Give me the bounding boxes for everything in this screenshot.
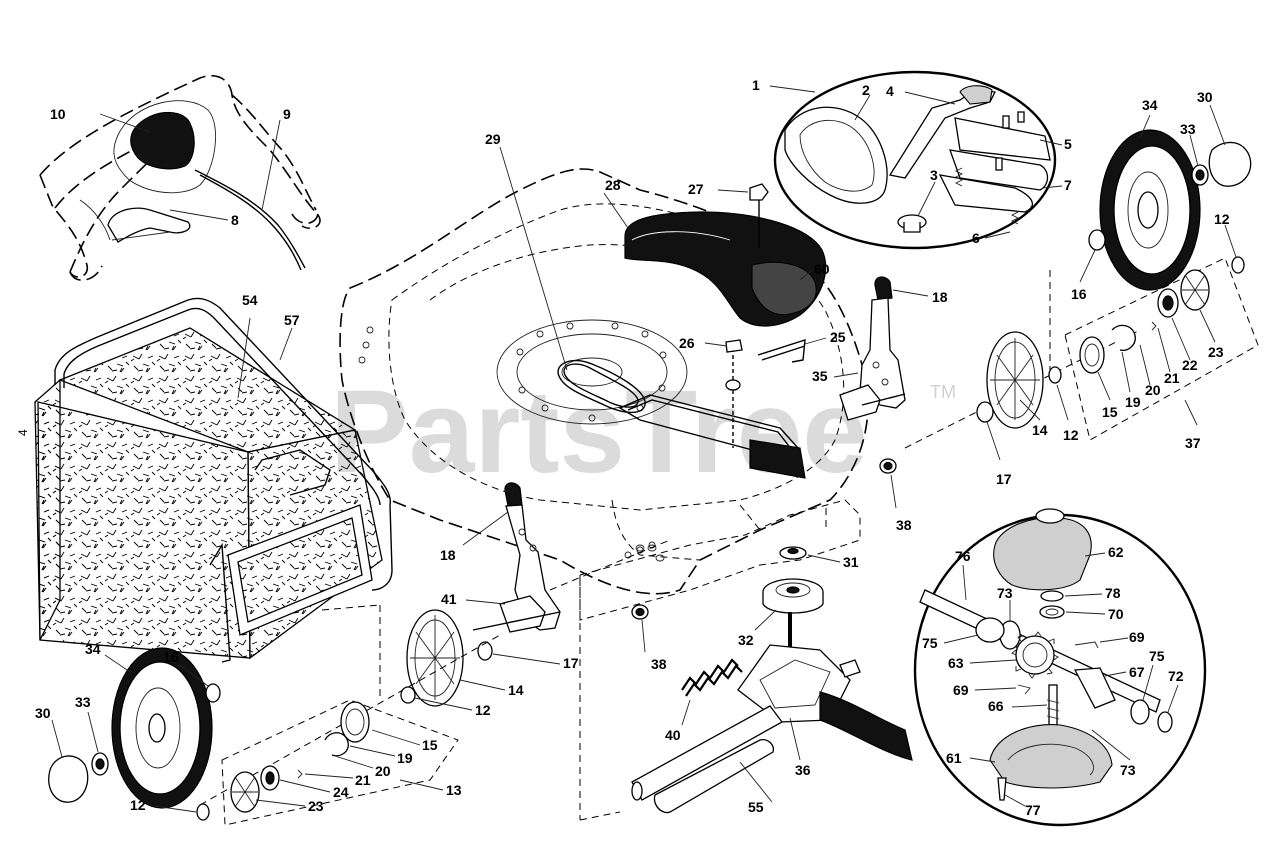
- drive-group: 31 32 36 55 40: [579, 499, 861, 821]
- label-left-kit-spring: 20: [375, 763, 391, 779]
- label-deck-bolt: 27: [688, 181, 704, 197]
- label-drive-knob: 3: [930, 167, 938, 183]
- label-gear-right: 73: [1120, 762, 1136, 778]
- label-left-kit-pin: 21: [355, 772, 371, 788]
- label-bag-frame: 54: [242, 292, 258, 308]
- label-clip: 69: [1129, 629, 1145, 645]
- label-gear-left: 73: [997, 585, 1013, 601]
- label-left-spacer: 38: [651, 656, 667, 672]
- label-deck-rod: 25: [830, 329, 846, 345]
- label-left-knob: 18: [440, 547, 456, 563]
- label-drive-nut: 31: [843, 554, 859, 570]
- left-wheel-kit: 13 12 15 19 20 21 24 23: [221, 686, 491, 826]
- label-left-kit-cup: 15: [422, 737, 438, 753]
- label-kit-37: 37: [1185, 435, 1201, 451]
- handle-group: 10 9 8: [39, 74, 321, 281]
- right-wheel-kit: 37 15 19 20 21 22 23 12: [1048, 257, 1259, 451]
- label-drive-plate: 5: [1064, 136, 1072, 152]
- label-left-hub: 14: [508, 682, 524, 698]
- label-shaft-vertical: 66: [988, 698, 1004, 714]
- label-right-washer2: 16: [1071, 286, 1087, 302]
- label-right-washer3: 17: [996, 471, 1012, 487]
- label-seal: 78: [1105, 585, 1121, 601]
- label-left-lever: 41: [441, 591, 457, 607]
- label-kit-bearing: 22: [1182, 357, 1198, 373]
- label-housing-bottom: 61: [946, 750, 962, 766]
- rear-wheel-right: 34 30 33 12 16 14 17: [976, 89, 1252, 487]
- label-kit-cup: 15: [1102, 404, 1118, 420]
- label-left-kit-bearing: 24: [333, 784, 349, 800]
- label-left-cap: 30: [35, 705, 51, 721]
- label-bearing: 70: [1108, 606, 1124, 622]
- label-drive-base: 7: [1064, 177, 1072, 193]
- label-bushing2: 75: [1149, 648, 1165, 664]
- label-right-spacer: 38: [896, 517, 912, 533]
- label-drive-spring: 6: [972, 230, 980, 246]
- label-drive-lever: 4: [886, 83, 894, 99]
- label-kit-spring: 20: [1145, 382, 1161, 398]
- label-drive-tube: 55: [748, 799, 764, 815]
- label-left-kit-clip: 19: [397, 750, 413, 766]
- label-handle-cable: 9: [283, 106, 291, 122]
- label-left-nut: 33: [75, 694, 91, 710]
- grass-bag-group: 54 57 4: [16, 292, 393, 663]
- label-left-kit-pinion: 23: [308, 798, 324, 814]
- label-right-cap: 30: [1197, 89, 1213, 105]
- label-handle-bracket: 8: [231, 212, 239, 228]
- label-left-kit-washer: 12: [475, 702, 491, 718]
- label-handle-grip: 10: [50, 106, 66, 122]
- label-bag: 57: [284, 312, 300, 328]
- label-deck-cover: 28: [605, 177, 621, 193]
- label-bushing: 75: [922, 635, 938, 651]
- label-left-washer2: 16: [163, 649, 179, 665]
- label-drive-assembly: 1: [752, 77, 760, 93]
- orientation-mark: 4: [16, 429, 30, 436]
- label-drive-spring: 40: [665, 727, 681, 743]
- deck-cover-group: 28 27 60 26 25: [603, 177, 846, 448]
- label-right-lever: 35: [812, 368, 828, 384]
- label-deck: 29: [485, 131, 501, 147]
- label-left-washer: 12: [130, 797, 146, 813]
- label-drive-cover: 2: [862, 82, 870, 98]
- label-kit-13: 13: [446, 782, 462, 798]
- label-kit-washer: 12: [1063, 427, 1079, 443]
- label-transmission: 36: [795, 762, 811, 778]
- label-housing-top: 62: [1108, 544, 1124, 560]
- label-cover-insert: 60: [814, 261, 830, 277]
- watermark-tm: TM: [930, 382, 956, 402]
- label-shaft: 76: [955, 548, 971, 564]
- label-right-washer: 12: [1214, 211, 1230, 227]
- label-left-washer3: 17: [563, 655, 579, 671]
- height-adjuster-left: 18 41 38: [440, 482, 671, 672]
- label-gear: 63: [948, 655, 964, 671]
- label-right-wheel: 34: [1142, 97, 1158, 113]
- label-clip2: 69: [953, 682, 969, 698]
- label-screw: 77: [1025, 802, 1041, 818]
- label-small-bolt: 26: [679, 335, 695, 351]
- label-right-nut: 33: [1180, 121, 1196, 137]
- label-right-hub: 14: [1032, 422, 1048, 438]
- label-pawl: 67: [1129, 664, 1145, 680]
- label-kit-pinion: 23: [1208, 344, 1224, 360]
- deck-group: 29: [339, 131, 869, 595]
- drive-control-detail: 1 2 4 5 7 6 3: [752, 70, 1072, 250]
- label-kit-clip: 19: [1125, 394, 1141, 410]
- label-drive-pulley: 32: [738, 632, 754, 648]
- label-right-knob: 18: [932, 289, 948, 305]
- label-kit-pin: 21: [1164, 370, 1180, 386]
- label-left-wheel: 34: [85, 641, 101, 657]
- rear-wheel-left: 34 30 33 12 16 14 17: [35, 604, 579, 821]
- label-washer-72: 72: [1168, 668, 1184, 684]
- transmission-detail: 62 78 70 76 73 75 63 69 69 67 75: [819, 508, 1207, 827]
